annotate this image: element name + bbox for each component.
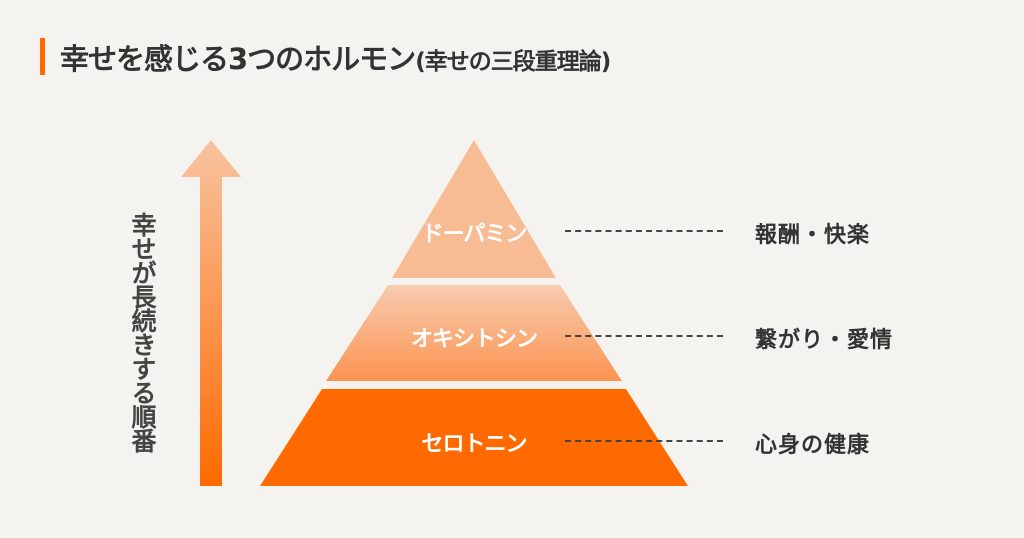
title-main: 幸せを感じる3つのホルモン bbox=[60, 42, 416, 76]
page-title: 幸せを感じる3つのホルモン(幸せの三段重理論) bbox=[60, 36, 611, 78]
connector-line bbox=[565, 335, 723, 337]
arrow-label: 幸せが長続きする順番 bbox=[128, 212, 157, 452]
meaning-dopamine: 報酬・快楽 bbox=[755, 223, 871, 248]
tier-label-oxytocin: オキシトシン bbox=[410, 327, 538, 352]
happiness-arrow bbox=[181, 140, 241, 486]
meaning-serotonin: 心身の健康 bbox=[755, 433, 871, 458]
tier-top-dopamine bbox=[392, 140, 556, 278]
connector-line bbox=[565, 440, 723, 442]
connector-line bbox=[565, 230, 723, 232]
title-sub: (幸せの三段重理論) bbox=[415, 49, 611, 75]
tier-bottom-serotonin bbox=[260, 389, 688, 486]
tier-label-serotonin: セロトニン bbox=[421, 432, 527, 457]
tier-middle-oxytocin bbox=[326, 285, 622, 381]
title-accent-bar bbox=[40, 38, 45, 75]
meaning-oxytocin: 繋がり・愛情 bbox=[755, 328, 894, 353]
tier-label-dopamine: ドーパミン bbox=[421, 222, 528, 247]
